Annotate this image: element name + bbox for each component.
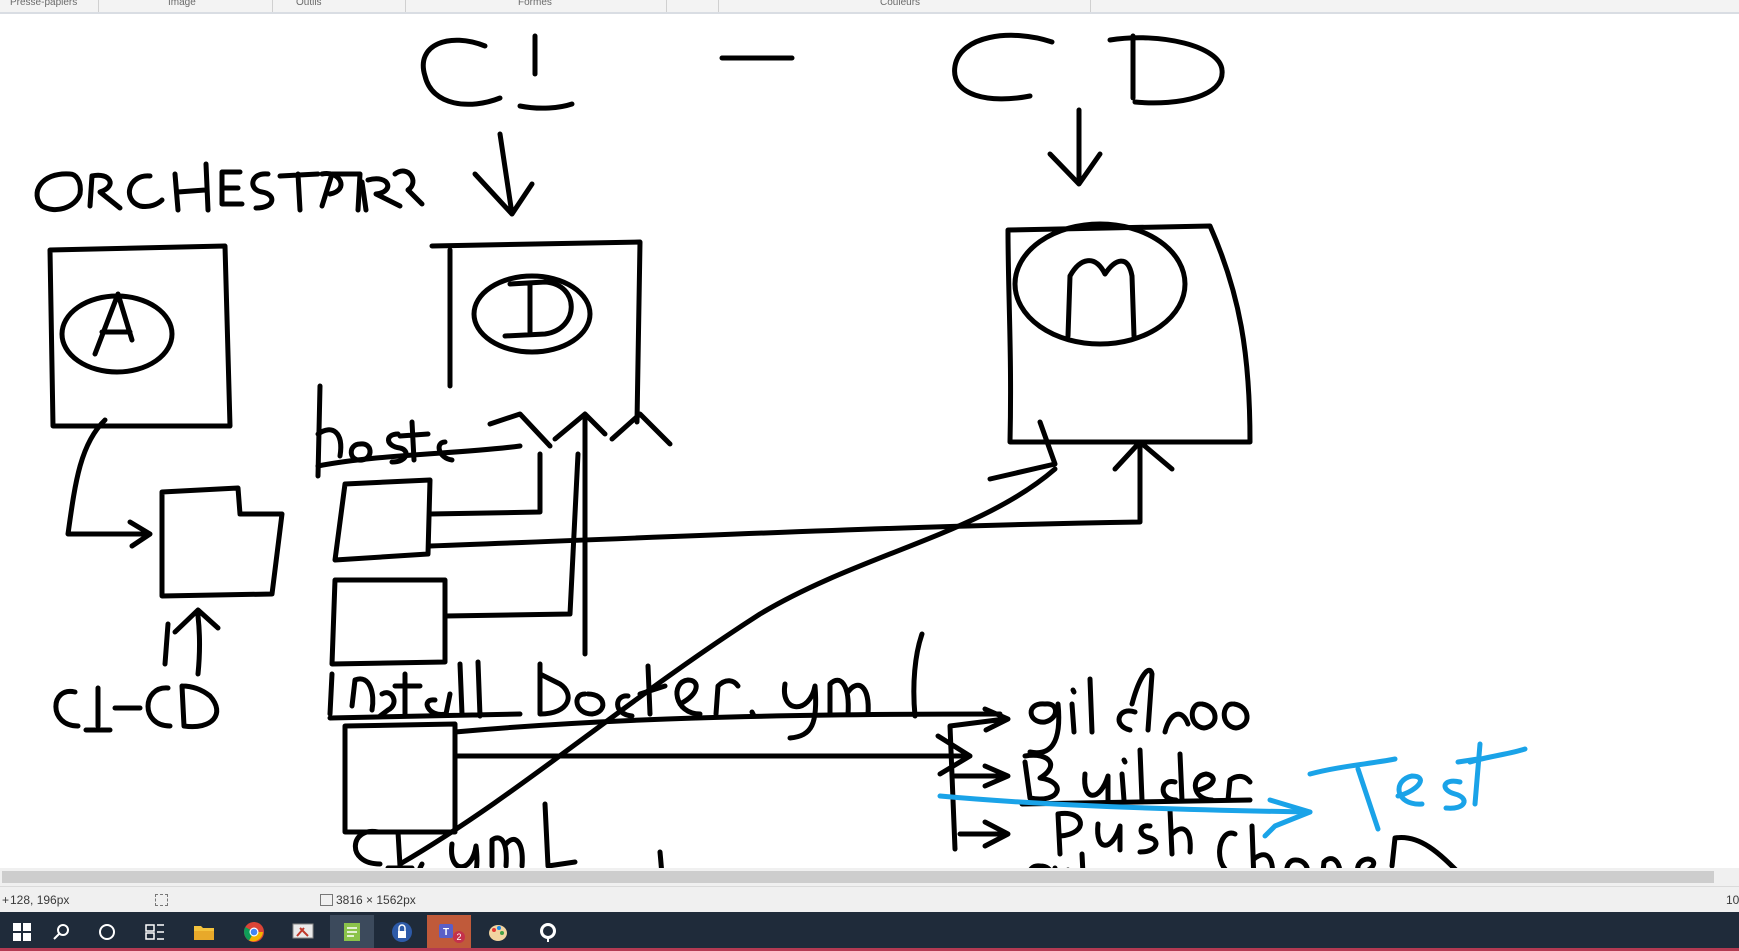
horizontal-scrollbar[interactable] (0, 868, 1739, 886)
git-kraken-icon[interactable] (526, 915, 570, 948)
notepad-plus-plus-icon[interactable] (330, 915, 374, 948)
git-clone-2-label (1027, 823, 1460, 870)
install-box (342, 711, 1003, 835)
ribbon-separator (718, 0, 719, 12)
server-a (47, 243, 233, 429)
search-icon[interactable] (40, 915, 84, 948)
windows-start-icon[interactable] (0, 915, 44, 948)
image-size: 3816 × 1562px (336, 893, 416, 907)
ribbon-group-tools[interactable]: Outils (296, 0, 322, 8)
cd-yml-label (429, 849, 665, 870)
teams-badge: 2 (453, 931, 465, 943)
ribbon-group-colors[interactable]: Couleurs (880, 0, 921, 8)
whiteboard-sketch (34, 32, 1528, 870)
host-box-2 (329, 451, 581, 667)
push-label (1055, 807, 1193, 857)
ribbon-group-clipboard[interactable]: Presse-papiers (10, 0, 78, 8)
cursor-position-icon: + (2, 893, 10, 907)
windows-taskbar: T 2 (0, 912, 1739, 951)
heading-ci-cd (420, 32, 1225, 111)
ribbon-separator (405, 0, 406, 12)
ribbon-separator (98, 0, 99, 12)
arrow-ci-down (472, 131, 535, 217)
ribbon-separator (666, 0, 667, 12)
snipping-tool-icon[interactable] (281, 915, 325, 948)
pipeline-bracket (947, 706, 1011, 852)
file-explorer-icon[interactable] (182, 915, 226, 948)
chrome-icon[interactable] (232, 915, 276, 948)
paint-icon[interactable] (476, 915, 520, 948)
status-bar: + 128, 196px 3816 × 1562px 10 (0, 886, 1739, 913)
svg-text:T: T (443, 927, 449, 938)
scrollbar-thumb[interactable] (2, 871, 1714, 883)
builder-label (1019, 747, 1253, 807)
arrow-cd-down (1047, 107, 1103, 187)
security-app-icon[interactable] (380, 915, 424, 948)
ci-cd-label (53, 683, 220, 733)
arrow-curve-to-m (397, 419, 1058, 867)
git-clone-label (1027, 667, 1250, 756)
server-d (429, 239, 643, 425)
server-m (1005, 221, 1253, 445)
folder-sketch (65, 417, 285, 677)
orchestrator-label (34, 161, 425, 213)
zoom-level[interactable]: 10 (1726, 893, 1739, 907)
taskbar-accent-line (0, 948, 1739, 951)
ribbon-separator (1090, 0, 1091, 12)
paint-ribbon: Presse-papiers Image Outils Formes Coule… (0, 0, 1739, 14)
teams-icon[interactable]: T 2 (427, 915, 471, 948)
hosts-label (315, 383, 673, 657)
host-box-1 (332, 451, 543, 563)
task-view-icon[interactable] (133, 915, 177, 948)
cortana-icon[interactable] (85, 915, 129, 948)
ribbon-group-image[interactable]: Image (168, 0, 196, 8)
selection-size-icon (155, 894, 168, 906)
ribbon-group-shapes[interactable]: Formes (518, 0, 552, 8)
ci-yml-label (352, 801, 578, 870)
test-annotation (937, 741, 1528, 839)
cursor-position: 128, 196px (10, 893, 70, 907)
image-size-icon (320, 894, 333, 906)
install-docker-yml-label (327, 631, 925, 741)
paint-canvas[interactable] (0, 14, 1739, 870)
ribbon-separator (272, 0, 273, 12)
